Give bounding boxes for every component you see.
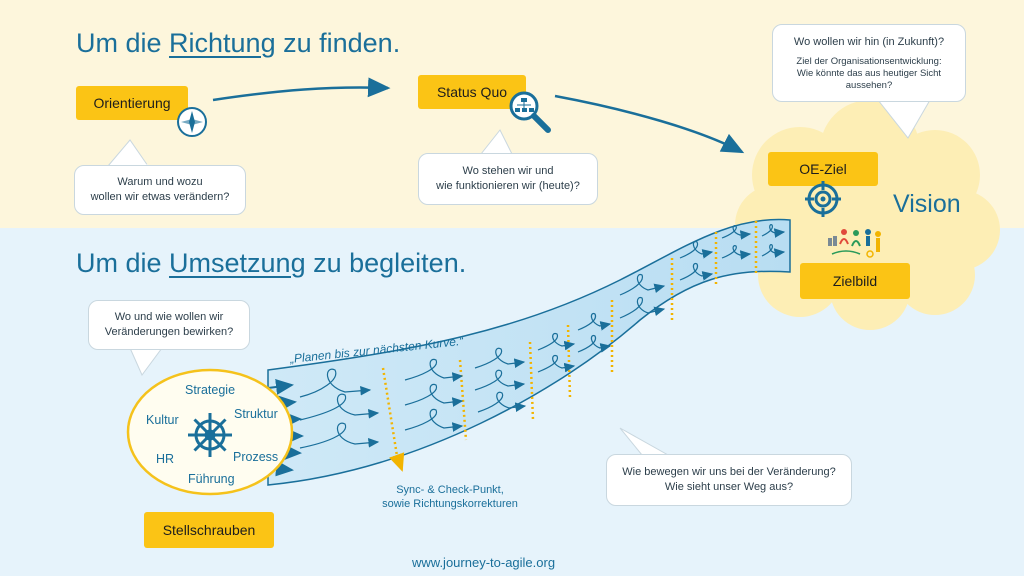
people-vision-icon bbox=[828, 229, 881, 258]
orientierung-bubble: Warum und wozu wollen wir etwas veränder… bbox=[74, 165, 246, 215]
stellschrauben-box: Stellschrauben bbox=[144, 512, 274, 548]
org-chart-magnifier-icon bbox=[509, 91, 551, 133]
compass-icon bbox=[177, 107, 207, 137]
arrow-orientierung-to-status bbox=[212, 77, 391, 102]
heading-richtung: Um die Richtung zu finden. bbox=[76, 28, 401, 58]
target-icon bbox=[805, 181, 841, 217]
umsetzung-link[interactable]: Umsetzung bbox=[169, 248, 306, 278]
label-struktur: Struktur bbox=[234, 407, 278, 421]
label-kultur: Kultur bbox=[146, 413, 179, 427]
vision-bubble: Wo wollen wir hin (in Zukunft)? Ziel der… bbox=[772, 24, 966, 102]
footer-url[interactable]: www.journey-to-agile.org bbox=[412, 555, 556, 570]
sync-note: Sync- & Check-Punkt, sowie Richtungskorr… bbox=[382, 484, 518, 510]
ships-wheel-icon bbox=[188, 413, 232, 457]
label-strategie: Strategie bbox=[185, 383, 236, 397]
label-prozess: Prozess bbox=[233, 450, 279, 464]
arrow-status-to-vision bbox=[554, 94, 745, 154]
status-quo-bubble: Wo stehen wir und wie funktionieren wir … bbox=[418, 153, 598, 205]
weg-bubble: Wie bewegen wir uns bei der Veränderung?… bbox=[606, 454, 852, 506]
richtung-link[interactable]: Richtung bbox=[169, 28, 276, 58]
heading-umsetzung: Um die Umsetzung zu begleiten. bbox=[76, 248, 467, 278]
zielbild-box: Zielbild bbox=[800, 263, 910, 299]
status-quo-box: Status Quo bbox=[418, 75, 526, 109]
umsetzung-bubble: Wo und wie wollen wir Veränderungen bewi… bbox=[88, 300, 250, 350]
label-fuehrung: Führung bbox=[188, 472, 235, 486]
label-hr: HR bbox=[156, 452, 175, 466]
orientierung-box: Orientierung bbox=[76, 86, 188, 120]
vision-label: Vision bbox=[893, 190, 961, 218]
oe-ziel-box: OE-Ziel bbox=[768, 152, 878, 186]
river-swirls bbox=[299, 224, 786, 449]
